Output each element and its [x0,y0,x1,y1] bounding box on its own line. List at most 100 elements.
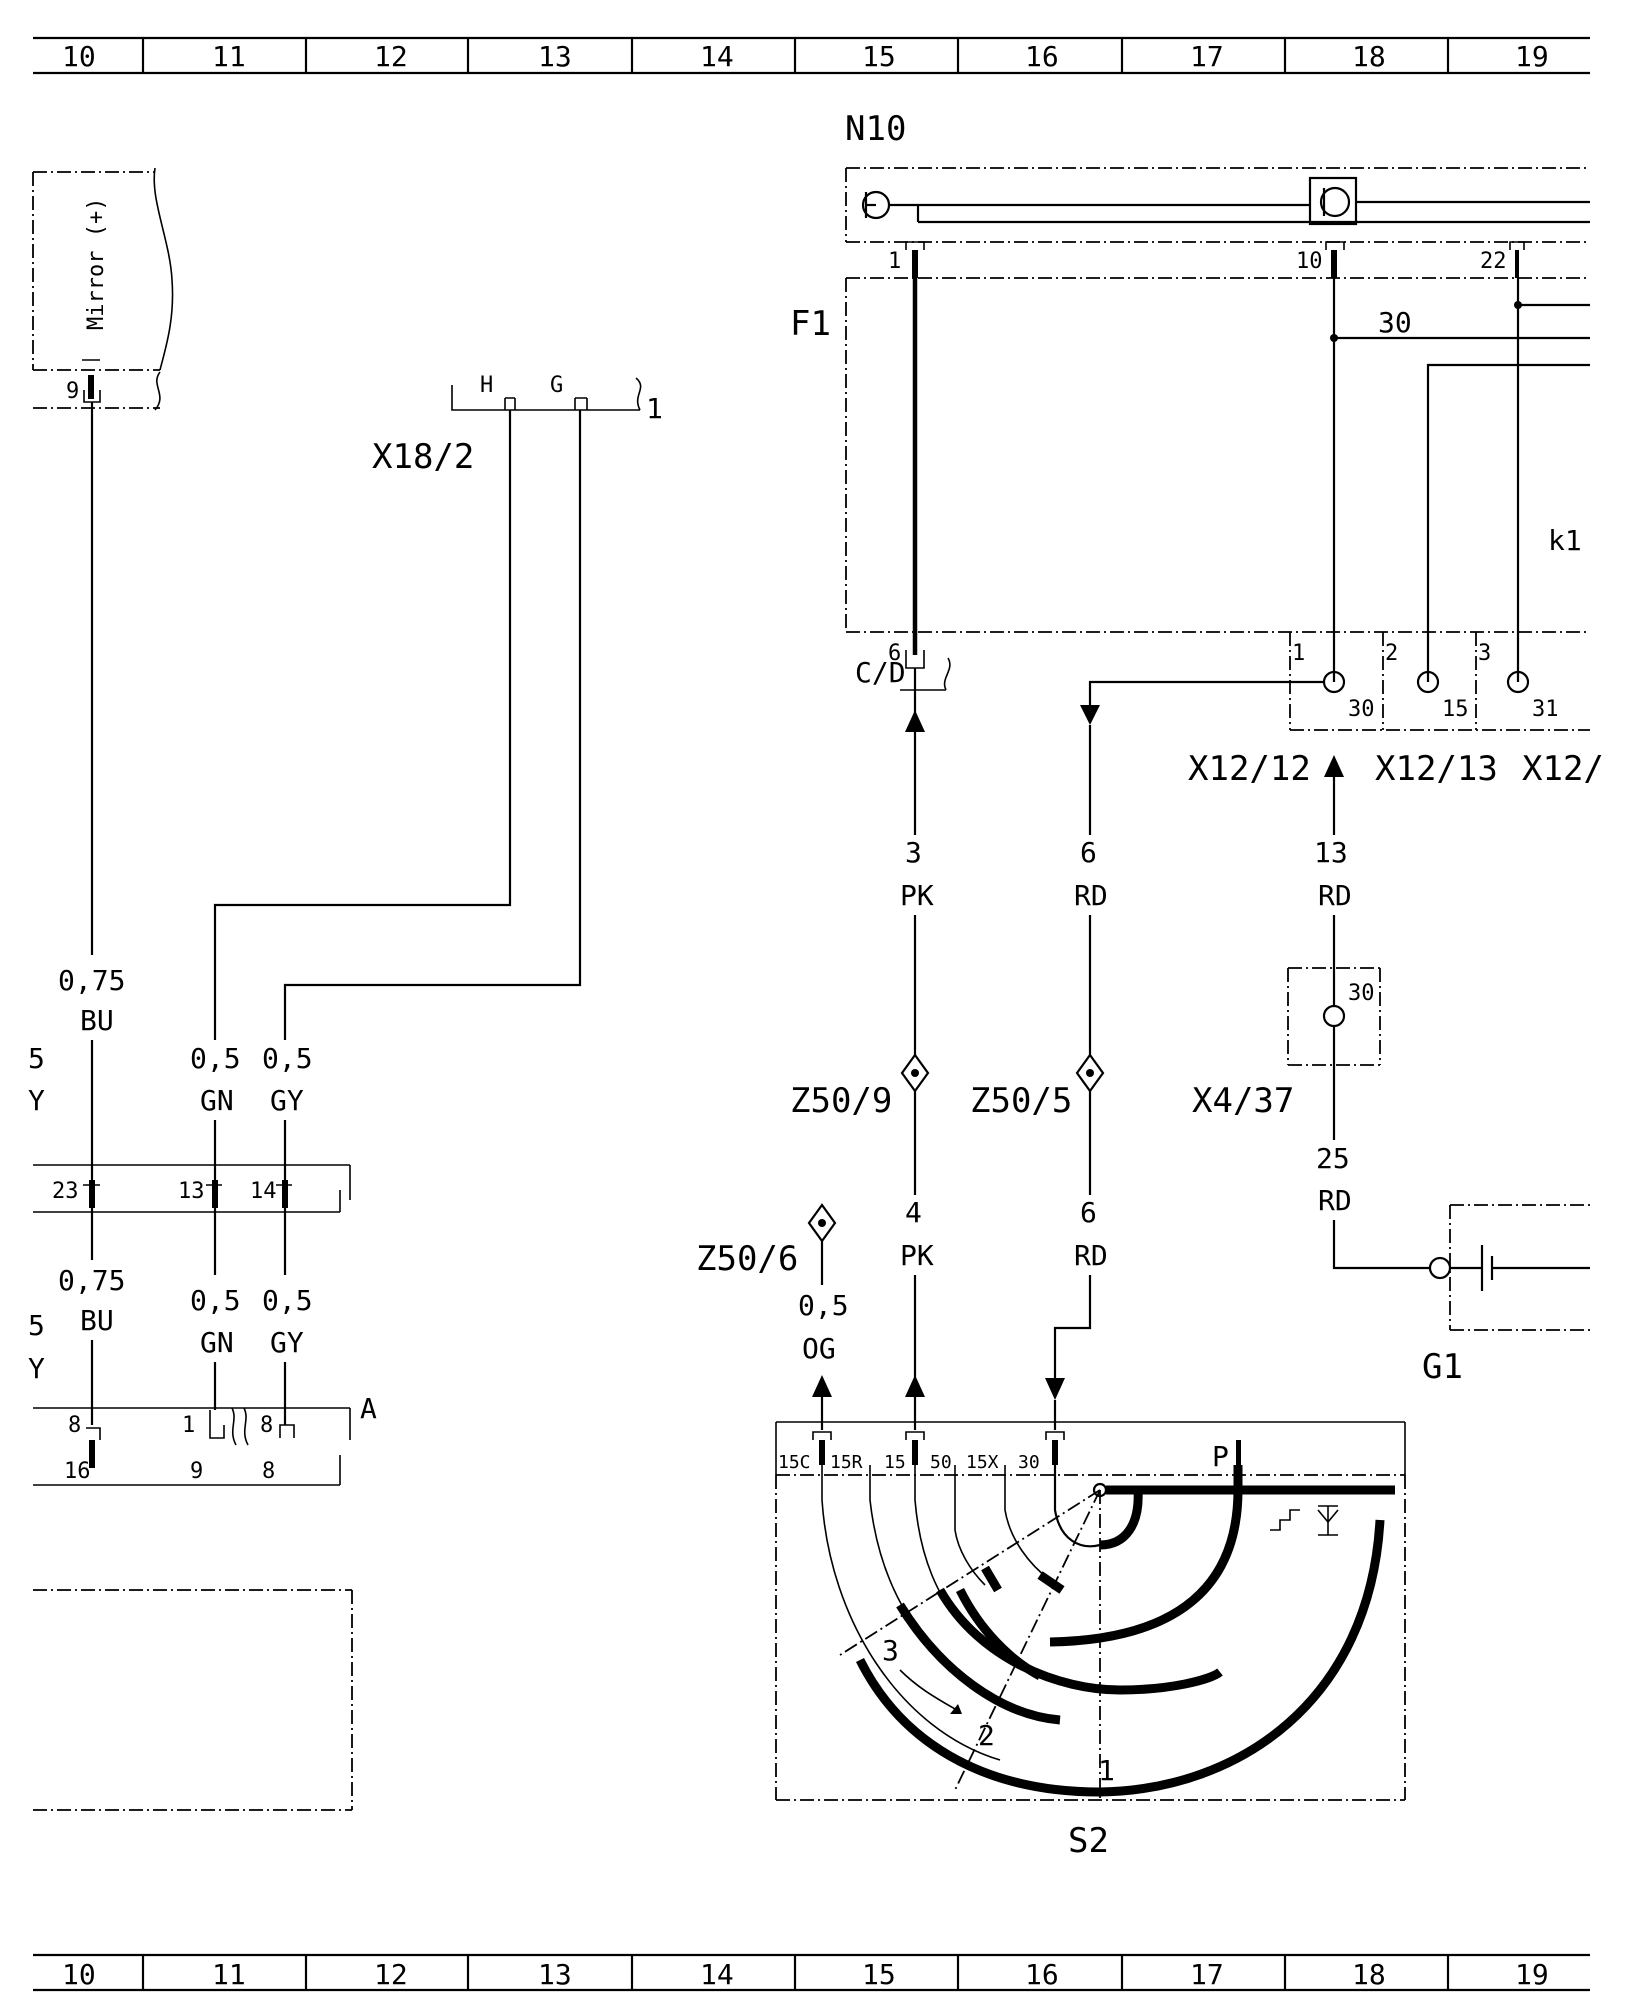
n10-pin-1: 1 [888,249,901,274]
mirror-pin-9: 9 [66,379,79,404]
left-bot-size: 5 [28,1309,45,1342]
wire-rd6-top-size: 6 [1080,836,1097,869]
left-top-size: 5 [28,1042,45,1075]
s2-pin-30: 30 [1018,1452,1040,1473]
grid-col-16-bottom: 16 [1025,1958,1059,1991]
x12-connectors: 1 2 3 30 15 31 X12/12 X12/13 X12/ [1188,632,1604,789]
grid-col-17-bottom: 17 [1190,1958,1224,1991]
n10-module: N10 1 10 22 [845,109,1590,278]
wire-gy-top-size: 0,5 [262,1042,313,1075]
grid-col-16-top: 16 [1025,40,1059,73]
g1-label: G1 [1422,1347,1463,1387]
conn2-pin-16: 16 [64,1459,91,1484]
wire-pk-top-size: 3 [905,836,922,869]
wire-pk-bot-color: PK [900,1239,934,1272]
conn2-pin-8c: 8 [262,1459,275,1484]
grid-col-18-top: 18 [1352,40,1386,73]
grid-col-19-top: 19 [1515,40,1549,73]
grid-col-19-bottom: 19 [1515,1958,1549,1991]
wire-bu: 0,75 BU 0,75 BU [58,402,125,1425]
z50-6-label: Z50/6 [696,1239,798,1279]
s2-pin-50: 50 [930,1452,952,1473]
x4-37-label: X4/37 [1192,1081,1294,1121]
left-top-color: Y [28,1084,45,1117]
gn-gy-labels: 0,5 GN 0,5 GY 0,5 GN 0,5 GY [190,1042,313,1425]
wire-gn-top-color: GN [200,1084,234,1117]
connector-strip-lower: A 8 16 1 9 8 8 [33,1392,377,1486]
wire-rd6-top-color: RD [1074,879,1108,912]
wire-bu-top-size: 0,75 [58,964,125,997]
mirror-label: Mirror (+) [84,198,109,330]
conn-pin-14: 14 [250,1179,277,1204]
x12-pin-3: 3 [1478,641,1491,666]
wire-gn-top-size: 0,5 [190,1042,241,1075]
x12-pin-15: 15 [1442,697,1469,722]
wire-rd6-bot-color: RD [1074,1239,1108,1272]
s2-label: S2 [1068,1821,1109,1861]
grid-col-10-top: 10 [62,40,96,73]
conn2-pin-8: 8 [68,1413,81,1438]
x12-pin-2: 2 [1385,641,1398,666]
conn2-pin-9: 9 [190,1459,203,1484]
grid-ruler-bottom: 10 11 12 13 14 15 16 17 18 19 [33,1953,1590,1992]
c-d-label: C/D [855,656,906,689]
n10-pin-10: 10 [1296,249,1323,274]
wire-rd13-size: 13 [1314,836,1348,869]
grid-col-15-top: 15 [862,40,896,73]
x18-2-pin-s1: 1 [646,392,663,425]
s2-position-3: 3 [882,1634,899,1667]
conn-pin-a: A [360,1392,377,1425]
grid-col-14-bottom: 14 [700,1958,734,1991]
conn-pin-13: 13 [178,1179,205,1204]
left-partial-wire-labels: 5 Y 5 Y [28,1042,45,1385]
grid-col-13-top: 13 [538,40,572,73]
s2-pin-p: P [1212,1440,1229,1473]
s2-pin-15r: 15R [830,1452,863,1473]
wire-rd13-color: RD [1318,879,1352,912]
s2-pin-15x: 15X [966,1452,999,1473]
grid-ruler-top: 10 11 12 13 14 15 16 17 18 19 [33,36,1590,75]
x18-2-connector: X18/2 1 H G [213,373,663,1040]
x12-13-label: X12/13 [1375,749,1498,789]
grid-col-17-top: 17 [1190,40,1224,73]
grid-col-11-bottom: 11 [212,1958,246,1991]
f1-fusebox: F1 k1 30 [790,277,1590,682]
s2-pin-15: 15 [884,1452,906,1473]
x18-2-pin-h: H [480,373,493,398]
g1-battery: G1 [1422,1204,1590,1387]
f1-label: F1 [790,304,831,344]
s2-ignition-switch: 15C 15R 15 50 15X 30 P [775,1421,1406,1861]
grid-col-12-top: 12 [374,40,408,73]
grid-col-11-top: 11 [212,40,246,73]
left-bot-color: Y [28,1352,45,1385]
x12-12-label: X12/12 [1188,749,1311,789]
x18-2-label: X18/2 [372,437,474,477]
z50-5-label: Z50/5 [970,1081,1072,1121]
wire-rd25-size: 25 [1316,1142,1350,1175]
f1-pin-30: 30 [1378,306,1412,339]
n10-label: N10 [845,109,906,149]
wire-gy-bot-size: 0,5 [262,1284,313,1317]
k1-partial-label: k1 [1548,524,1582,557]
wire-gy-top-color: GY [270,1084,304,1117]
x12-pin-30: 30 [1348,697,1375,722]
n10-pin-22: 22 [1480,249,1507,274]
connector-strip-upper: 23 13 14 [33,1164,351,1213]
wire-pk-bot-size: 4 [905,1196,922,1229]
s2-pin-15c: 15C [778,1452,811,1473]
left-lower-box [33,1589,353,1811]
x12-partial-label: X12/ [1522,749,1604,789]
x18-2-pin-g: G [550,373,563,398]
s2-position-1: 1 [1098,1754,1115,1787]
wire-pk-top-color: PK [900,879,934,912]
c-d-connector: C/D 6 [855,641,951,720]
mirror-component: Mirror (+) 9 [32,167,174,411]
wire-gy-bot-color: GY [270,1326,304,1359]
wire-bu-bot-size: 0,75 [58,1264,125,1297]
wire-rd6-bot-size: 6 [1080,1196,1097,1229]
wire-rd25-color: RD [1318,1184,1352,1217]
grid-col-14-top: 14 [700,40,734,73]
c-d-pin-6: 6 [888,641,901,666]
conn2-pin-8b: 8 [260,1413,273,1438]
